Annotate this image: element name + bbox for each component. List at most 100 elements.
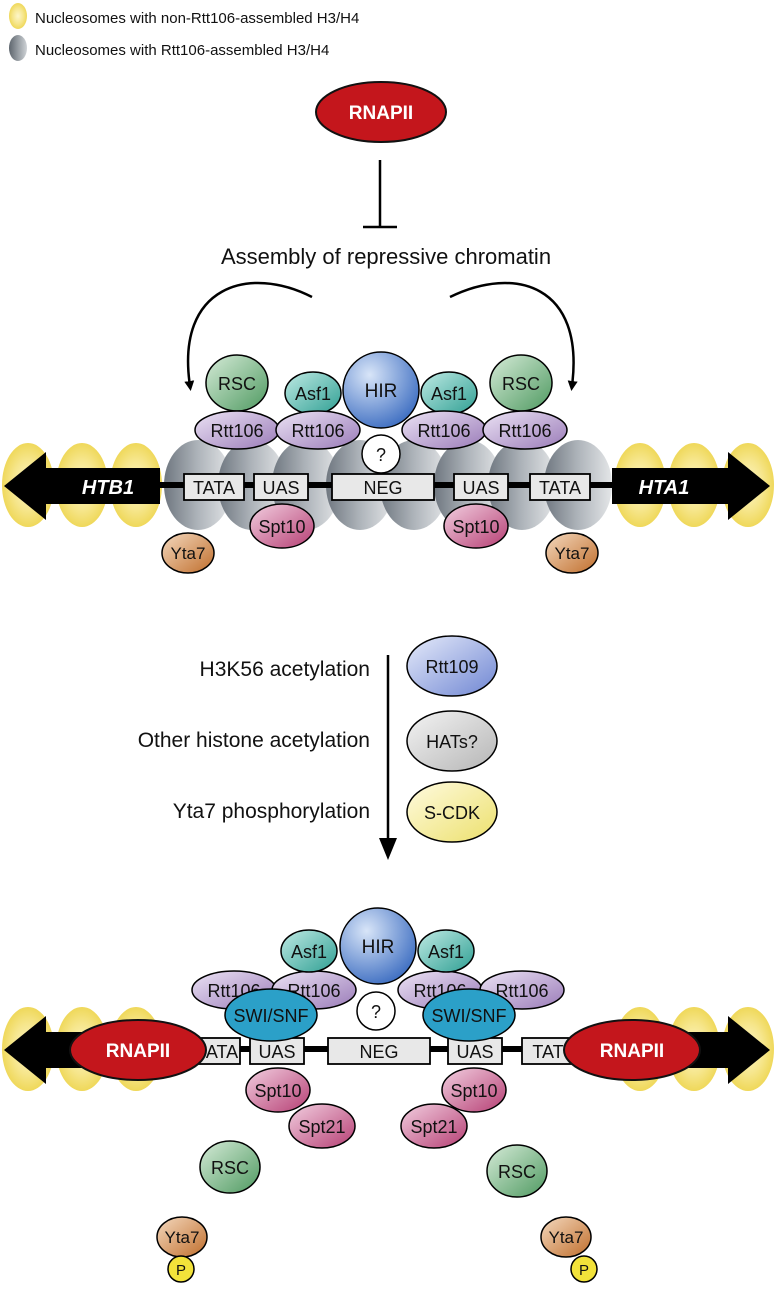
yta7-bottom-right-label: Yta7 — [549, 1228, 584, 1247]
assembly-label: Assembly of repressive chromatin — [221, 244, 551, 269]
rnapii-bottom-left — [69, 1019, 207, 1081]
asf1-bottom-right-label: Asf1 — [428, 942, 464, 962]
rnapii-bottom-right-label: RNAPII — [600, 1041, 664, 1062]
hir-top — [342, 351, 420, 429]
htb1-arrow — [4, 452, 160, 520]
curved-arrow-left — [184, 281, 313, 391]
phospho-bottom-right-label: P — [579, 1262, 589, 1279]
rsc-bottom-left — [199, 1140, 261, 1194]
swisnf-left — [224, 988, 318, 1042]
neg-label: NEG — [363, 478, 402, 498]
uas-label-left: UAS — [262, 478, 299, 498]
asf1-top-left-label: Asf1 — [295, 384, 331, 404]
rnapii-top-label: RNAPII — [349, 103, 413, 124]
bottom-panel: ATA UAS NEG UAS TAT RNAPII RNAPII Rtt106… — [2, 907, 774, 1283]
hta1-label: HTA1 — [639, 477, 690, 499]
spt21-bottom-right — [400, 1103, 468, 1149]
rnapii-top — [315, 81, 447, 143]
tata-box-left — [183, 473, 245, 501]
spt21-bottom-left-label: Spt21 — [298, 1117, 345, 1137]
question-bottom — [356, 991, 396, 1031]
yta7-top-left — [161, 532, 215, 574]
legend: Nucleosomes with non-Rtt106-assembled H3… — [9, 3, 359, 61]
neg-label-bottom: NEG — [359, 1042, 398, 1062]
spt10-bottom-left — [245, 1067, 311, 1113]
rsc-top-left-label: RSC — [218, 374, 256, 394]
spt10-top-left — [249, 503, 315, 549]
yta7-top-left-label: Yta7 — [171, 544, 206, 563]
scdk-enzyme — [406, 781, 498, 843]
question-top-label: ? — [376, 445, 386, 465]
legend-yellow-label: Nucleosomes with non-Rtt106-assembled H3… — [35, 10, 359, 27]
step-1-label: H3K56 acetylation — [200, 658, 370, 681]
swisnf-right-label: SWI/SNF — [432, 1006, 507, 1026]
legend-gray-label: Nucleosomes with Rtt106-assembled H3/H4 — [35, 42, 329, 59]
tata-label-bottom-left: ATA — [206, 1042, 238, 1062]
rtt106-top-3-label: Rtt106 — [417, 421, 470, 441]
scdk-label: S-CDK — [424, 803, 480, 823]
asf1-bottom-left-label: Asf1 — [291, 942, 327, 962]
rnapii-bottom-left-label: RNAPII — [106, 1041, 170, 1062]
rnapii-bottom-right — [563, 1019, 701, 1081]
yta7-bottom-left-label: Yta7 — [165, 1228, 200, 1247]
process-arrowhead — [379, 838, 397, 860]
middle-panel: H3K56 acetylation Rtt109 Other histone a… — [138, 635, 498, 860]
hats-enzyme — [406, 710, 498, 772]
swisnf-left-label: SWI/SNF — [234, 1006, 309, 1026]
top-panel: RNAPII Assembly of repressive chromatin — [2, 81, 774, 574]
rtt106-top-2 — [275, 410, 361, 450]
neg-box — [331, 473, 435, 501]
swisnf-right — [422, 988, 516, 1042]
uas-label-bottom-left: UAS — [258, 1042, 295, 1062]
spt21-bottom-right-label: Spt21 — [410, 1117, 457, 1137]
question-top — [361, 434, 401, 474]
spt10-bottom-right-label: Spt10 — [450, 1081, 497, 1101]
neg-box-bottom — [327, 1037, 431, 1065]
spt10-bottom-left-label: Spt10 — [254, 1081, 301, 1101]
rtt106-top-4-label: Rtt106 — [498, 421, 551, 441]
htb1-label: HTB1 — [82, 477, 134, 499]
legend-gray-nucleosome — [9, 35, 27, 61]
hir-bottom — [339, 907, 417, 985]
rsc-top-right-label: RSC — [502, 374, 540, 394]
hats-label: HATs? — [426, 732, 478, 752]
spt21-bottom-left — [288, 1103, 356, 1149]
asf1-bottom-right — [417, 929, 475, 973]
rtt109-label: Rtt109 — [425, 657, 478, 677]
rtt106-bottom-4-label: Rtt106 — [495, 981, 548, 1001]
curved-arrow-right — [449, 281, 578, 391]
uas-label-bottom-right: UAS — [456, 1042, 493, 1062]
phospho-bottom-left — [167, 1255, 195, 1283]
tata-label-left: TATA — [193, 478, 235, 498]
hir-bottom-label: HIR — [362, 937, 395, 958]
tata-label-right: TATA — [539, 478, 581, 498]
hta1-arrow — [612, 452, 770, 520]
step-3-label: Yta7 phosphorylation — [173, 800, 370, 823]
rtt106-top-4 — [482, 410, 568, 450]
spt10-top-right — [443, 503, 509, 549]
yta7-top-right-label: Yta7 — [555, 544, 590, 563]
rtt106-top-2-label: Rtt106 — [291, 421, 344, 441]
rsc-bottom-right — [486, 1144, 548, 1198]
uas-box-left — [253, 473, 309, 501]
question-bottom-label: ? — [371, 1002, 381, 1022]
rsc-bottom-left-label: RSC — [211, 1158, 249, 1178]
tata-box-right — [529, 473, 591, 501]
phospho-bottom-left-label: P — [176, 1262, 186, 1279]
spt10-top-right-label: Spt10 — [452, 517, 499, 537]
spt10-top-left-label: Spt10 — [258, 517, 305, 537]
legend-yellow-nucleosome — [9, 3, 27, 29]
uas-box-bottom-right — [447, 1037, 503, 1065]
step-2-label: Other histone acetylation — [138, 729, 370, 752]
yta7-bottom-right — [540, 1216, 592, 1258]
rtt106-top-1-label: Rtt106 — [210, 421, 263, 441]
hir-top-label: HIR — [365, 381, 398, 402]
spt10-bottom-right — [441, 1067, 507, 1113]
uas-box-right — [453, 473, 509, 501]
rsc-bottom-right-label: RSC — [498, 1162, 536, 1182]
rtt109-enzyme — [406, 635, 498, 697]
asf1-bottom-left — [280, 929, 338, 973]
asf1-top-right-label: Asf1 — [431, 384, 467, 404]
tata-label-bottom-right: TAT — [532, 1042, 563, 1062]
